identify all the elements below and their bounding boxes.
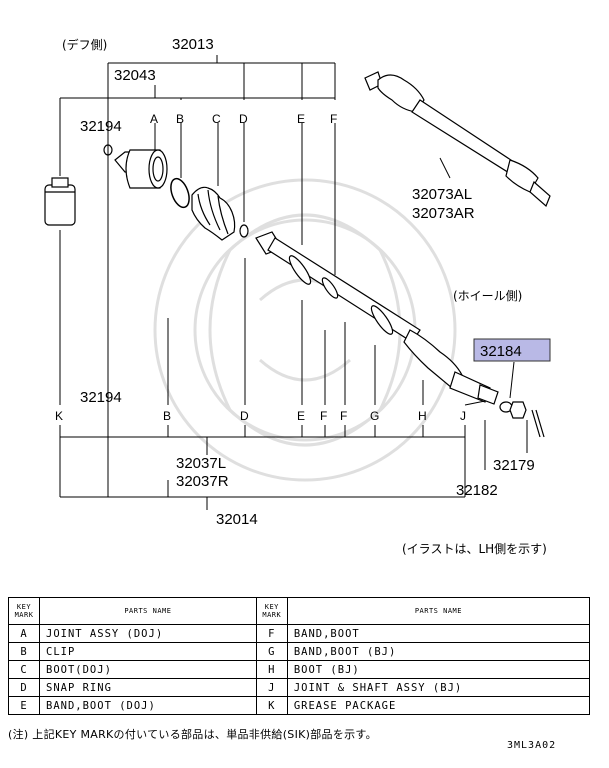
exploded-parts-diagram: (デフ側) 32013 32043 32194 A B C D E F 3207… <box>44 36 551 556</box>
table-row: B CLIP G BAND,BOOT (BJ) <box>8 642 591 661</box>
diff-side-label: (デフ側) <box>62 37 107 52</box>
part-32073ar: 32073AR <box>412 205 475 222</box>
part-32073al: 32073AL <box>412 186 472 203</box>
part-name-cell: BAND,BOOT (DOJ) <box>39 696 257 715</box>
highlight-32184 <box>473 338 551 362</box>
top-key-E: E <box>297 112 305 126</box>
bottom-key-K: K <box>55 409 63 423</box>
part-32043: 32043 <box>114 67 156 84</box>
mark-header-word: MARK <box>14 611 34 619</box>
table-row: C BOOT(DOJ) H BOOT (BJ) <box>8 660 591 679</box>
illustration-note: (イラストは、LH側を示す) <box>402 542 547 556</box>
part-32184: 32184 <box>480 343 522 360</box>
bottom-key-J: J <box>460 409 466 423</box>
key-cell: C <box>8 660 40 679</box>
bottom-key-B: B <box>163 409 171 423</box>
key-cell: G <box>255 642 288 661</box>
key-cell: F <box>255 624 288 643</box>
doj-boot-drawing <box>191 186 236 241</box>
top-key-C: C <box>212 112 221 126</box>
mark-header-word: MARK <box>262 611 282 619</box>
top-bracket-lines <box>59 55 336 497</box>
key-cell: H <box>255 660 288 679</box>
parts-name-header-left: PARTS NAME <box>39 597 257 625</box>
table-row: A JOINT ASSY (DOJ) F BAND,BOOT <box>8 624 591 643</box>
part-name-cell: BOOT(DOJ) <box>39 660 257 679</box>
grease-package-drawing <box>44 177 76 226</box>
part-name-cell: JOINT ASSY (DOJ) <box>39 624 257 643</box>
snap-ring-drawing <box>239 224 249 238</box>
part-32194-top: 32194 <box>80 118 122 135</box>
part-name-cell: BAND,BOOT <box>286 624 591 643</box>
bottom-key-F1: F <box>320 409 327 423</box>
circlip-drawing <box>170 177 190 209</box>
top-key-F: F <box>330 112 337 126</box>
bottom-key-G: G <box>370 409 379 423</box>
top-key-D: D <box>239 112 248 126</box>
assembled-shaft-drawing <box>364 71 551 208</box>
key-header-word: KEY <box>16 603 32 611</box>
part-32179: 32179 <box>493 457 535 474</box>
callout-leaders <box>439 157 528 470</box>
bottom-key-F2: F <box>340 409 347 423</box>
key-header-word: KEY <box>264 603 279 611</box>
bottom-key-D: D <box>240 409 249 423</box>
clip-ring-small <box>103 144 113 156</box>
wheel-side-label: (ホイール側) <box>453 289 522 303</box>
table-row: E BAND,BOOT (DOJ) K GREASE PACKAGE <box>8 696 591 715</box>
bottom-key-H: H <box>418 409 427 423</box>
key-cell: A <box>8 624 40 643</box>
top-key-A: A <box>150 112 158 126</box>
part-name-cell: GREASE PACKAGE <box>286 696 591 715</box>
part-32194-bottom: 32194 <box>80 389 122 406</box>
part-name-cell: BOOT (BJ) <box>286 660 591 679</box>
key-cell: J <box>255 678 288 697</box>
bottom-bracket-lines <box>59 258 491 510</box>
key-cell: B <box>8 642 40 661</box>
key-cell: E <box>8 696 40 715</box>
bottom-key-E: E <box>297 409 305 423</box>
top-key-B: B <box>176 112 184 126</box>
doj-joint-drawing <box>114 149 168 189</box>
part-32037l: 32037L <box>176 455 226 472</box>
part-name-cell: JOINT & SHAFT ASSY (BJ) <box>286 678 591 697</box>
part-name-cell: SNAP RING <box>39 678 257 697</box>
drive-shaft-drawing <box>255 231 499 405</box>
part-32013: 32013 <box>172 36 214 53</box>
key-cell: K <box>255 696 288 715</box>
footnote: (注) 上記KEY MARKの付いている部品は、単品非供給(SIK)部品を示す。 <box>8 728 377 741</box>
key-cell: D <box>8 678 40 697</box>
part-32182: 32182 <box>456 482 498 499</box>
part-32014: 32014 <box>216 511 258 528</box>
part-name-cell: BAND,BOOT (BJ) <box>286 642 591 661</box>
parts-name-header-right: PARTS NAME <box>286 597 591 625</box>
hub-nut-washer-drawing <box>499 401 545 438</box>
table-row: D SNAP RING J JOINT & SHAFT ASSY (BJ) <box>8 678 591 697</box>
part-name-cell: CLIP <box>39 642 257 661</box>
part-32037r: 32037R <box>176 473 229 490</box>
diagram-code: 3ML3A02 <box>507 740 557 751</box>
